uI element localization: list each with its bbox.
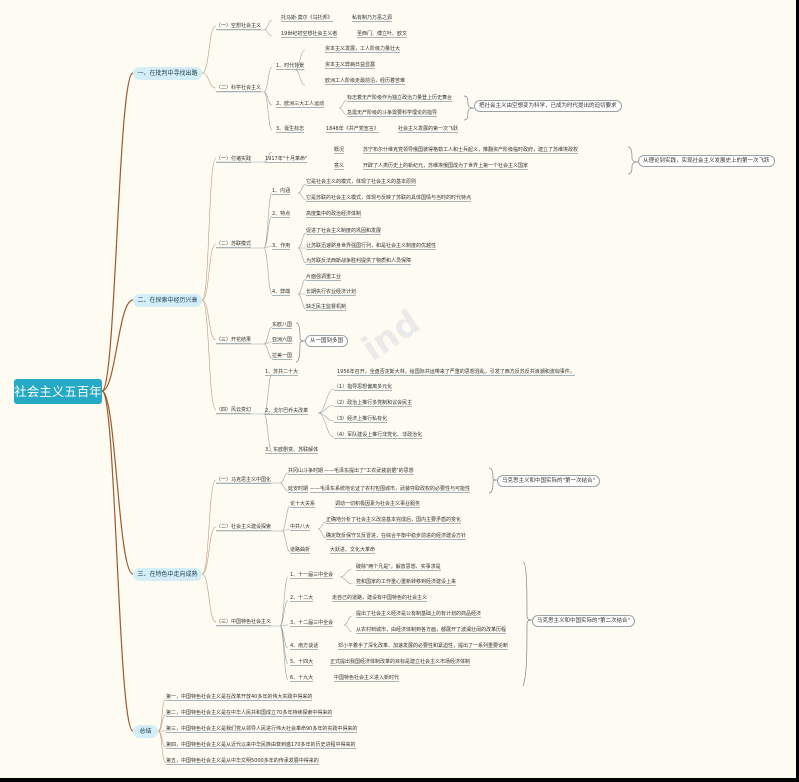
s2-draw-b: 长期执行农业经济计划 xyxy=(306,289,357,296)
s2-gorb-b: （2）政治上推行多党制和议会民主 xyxy=(334,400,413,407)
s2-gorbachev[interactable]: 2、戈尔巴乔夫改革 xyxy=(265,408,309,415)
s2-significance[interactable]: 意义 xyxy=(334,163,345,170)
s3-south-talk-note: 邓小平着手了深化改革、加速发展的必要性和紧迫性，提出了一系列重要论断 xyxy=(338,643,509,650)
s2-20th-congress[interactable]: 1、苏共二十大 xyxy=(265,369,299,376)
s3-14th-congress-note: 正式提出我国经济体制改革的目标是建立社会主义市场经济体制 xyxy=(330,659,471,666)
s3-jinggang-note: ——毛泽东提出了"工农武装割据"的思想 xyxy=(324,468,414,475)
s1-manifesto: 1848年《共产党宣言》 xyxy=(326,126,379,133)
s1-birth[interactable]: 3、诞生标志 xyxy=(276,126,305,133)
s3-12th-congress[interactable]: 2、十二大 xyxy=(290,595,314,602)
s2-conn-b: 它是苏联的社会主义模式，体现与反映了苏联的具体国情与当时的时代特点 xyxy=(306,195,472,202)
s3-south-talk[interactable]: 4、南方谈话 xyxy=(290,643,319,650)
s1-utopians[interactable]: 19世纪初空想社会主义者 xyxy=(281,31,338,38)
s1-bg-a: 资本主义发展，工人阶级力量壮大 xyxy=(325,46,401,53)
summary-item-4: 第四，中国特色社会主义是从近代以来中华民族由衰到盛170多年的历史进程中得来的 xyxy=(166,742,356,749)
s1-movements[interactable]: 2、欧洲三大工人运动 xyxy=(276,101,325,108)
s2-role[interactable]: 3、作用 xyxy=(272,243,291,250)
section-1-node[interactable]: 一、在批判中寻找出路 xyxy=(133,67,202,80)
s3-3rd-plenum-b: 党和国家的工作重心重新转移到经济建设上来 xyxy=(356,579,457,586)
s1-utopian[interactable]: （一）空想社会主义 xyxy=(216,23,262,30)
s2-asia[interactable]: 亚洲六国 xyxy=(272,337,293,344)
summary-item-1: 第一，中国特色社会主义是在改革开放40多年的伟大实践中得来的 xyxy=(166,694,313,701)
callout-second-combination: 马克思主义和中国实际的"第二次结合" xyxy=(532,615,636,627)
s2-feature[interactable]: 2、特点 xyxy=(272,211,291,218)
s3-3rd-plenum-a: 破除"两个凡是"，解放思想、实事求是 xyxy=(356,564,441,571)
s3-yanan[interactable]: 延安时期 xyxy=(288,486,309,493)
s2-significance-note: 开辟了人类历史上的新纪元，苏维埃俄国成为了世界上第一个社会主义国家 xyxy=(363,163,529,170)
s1-utopia-book[interactable]: 托马斯·莫尔《乌托邦》 xyxy=(281,15,333,22)
s2-east-europe[interactable]: 东欧八国 xyxy=(272,322,293,329)
s1-background[interactable]: 1、时代背景 xyxy=(276,63,305,70)
root-node[interactable]: 社会主义五百年 xyxy=(14,379,102,404)
callout-first-leap: 从理论到实践，实现社会主义发展史上的第一次飞跃 xyxy=(638,155,775,167)
s2-gorb-c: （3）经济上推行私有化 xyxy=(334,416,388,423)
s2-role-b: 让苏联迅速跻身世界强国行列，和是社会主义制度的优越性 xyxy=(306,243,437,250)
s2-gorb-a: （1）指导思想偏离多元化 xyxy=(334,384,393,391)
s2-draw-c: 缺乏民主监督机制 xyxy=(306,304,347,311)
s1-mov-a: 标志着无产阶级作为独立政治力量登上历史舞台 xyxy=(347,95,453,102)
s3-19th-congress[interactable]: 6、十九大 xyxy=(290,675,314,682)
s2-october: 1917年"十月革命" xyxy=(265,156,308,163)
s3-exploration[interactable]: （二）社会主义建设探索 xyxy=(216,524,272,531)
s3-jinggang[interactable]: 井冈山斗争时期 xyxy=(288,468,324,475)
s3-sinicization[interactable]: （一）马克思主义中国化 xyxy=(216,477,272,484)
s3-characteristics[interactable]: （三）中国特色社会主义 xyxy=(216,619,272,626)
s3-yanan-note: ——毛泽东系统地论证了农村包围城市，武装夺取政权的必要性与可能性 xyxy=(310,486,471,493)
summary-item-2: 第二，中国特色社会主义是在中华人民共和国成立70多年持续探索中得来的 xyxy=(166,710,333,717)
s3-eighth-b: 确定既反保守又反冒进，在综合平衡中稳步前进的经济建设方针 xyxy=(326,533,467,540)
s2-drawbacks[interactable]: 4、弊端 xyxy=(272,289,291,296)
s2-practice[interactable]: （一）付诸实践 xyxy=(216,156,252,163)
s2-feature-a: 高度集中的政治经济体制 xyxy=(306,211,362,218)
s1-scientific[interactable]: （二）科学社会主义 xyxy=(216,85,262,92)
section-4-node[interactable]: 总结 xyxy=(133,725,158,738)
s2-role-c: 为苏联反法西斯战争胜利提供了物质和人员保障 xyxy=(306,258,412,265)
s1-utopians-note: 圣西门、傅立叶、欧文 xyxy=(357,31,408,38)
summary-item-3: 第三，中国特色社会主义是我们党从领导人民进行伟大社会革命90多年的实践中得来的 xyxy=(166,726,358,733)
s1-bg-b: 资本主义弊病日益显露 xyxy=(325,62,376,69)
s3-tortuous[interactable]: 道路曲折 xyxy=(290,547,311,554)
s2-draw-a: 片面强调重工业 xyxy=(306,274,342,281)
section-3-node[interactable]: 三、在特色中走向成熟 xyxy=(133,568,202,581)
summary-item-5: 第五，中国特色社会主义是从中华文明5000多年的传承发展中得来的 xyxy=(166,758,319,765)
s3-14th-congress[interactable]: 5、十四大 xyxy=(290,659,314,666)
s3-ten-relations[interactable]: 论十大关系 xyxy=(290,501,316,508)
s3-12th-congress-note: 走自己的道路，建设有中国特色的社会主义 xyxy=(332,595,428,602)
s2-collapse[interactable]: 3、东欧剧变、苏联解体 xyxy=(265,447,319,454)
section-2-node[interactable]: 二、在探索中经历兴衰 xyxy=(133,294,202,307)
s3-ten-relations-note: 调动一切积极因素为社会主义事业服务 xyxy=(335,501,421,508)
s2-blossom[interactable]: （三）开花结果 xyxy=(216,337,252,344)
callout-science: 把社会主义由空想变为科学，已成为时代提出的迫切要求 xyxy=(474,100,622,112)
s2-soviet-model[interactable]: （二）苏联模式 xyxy=(216,241,252,248)
s3-eighth-a: 正确地分析了社会主义改造基本完成后，国内主要矛盾的变化 xyxy=(326,517,462,524)
s2-role-a: 促进了社会主义制度的巩固和发展 xyxy=(306,228,382,235)
s3-12-3-plenum-a: 提出了社会主义经济是公有制基础上的有计划的商品经济 xyxy=(356,611,482,618)
callout-first-combination: 马克思主义和中国实际的"第一次结合" xyxy=(497,475,601,487)
s3-tortuous-note: 大跃进、文化大革命 xyxy=(330,547,376,554)
s2-latam[interactable]: 拉美一国 xyxy=(272,353,293,360)
s2-overview[interactable]: 概况 xyxy=(334,147,345,154)
s1-mov-b: 急需无产阶级的斗争需要科学理论的指导 xyxy=(347,110,438,117)
s2-connotation[interactable]: 1、内涵 xyxy=(272,188,291,195)
s3-eighth-congress[interactable]: 中共八大 xyxy=(290,524,311,531)
s3-12-3-plenum[interactable]: 3、十二届三中全会 xyxy=(290,620,334,627)
s2-upheaval[interactable]: （四）风云变幻 xyxy=(216,407,252,414)
s1-bg-c: 欧洲工人阶级走最前沿，经历着苦难 xyxy=(325,78,406,85)
s2-20th-congress-note: 1956年召开，全盘否定斯大林，给国际共运带来了严重的思想混乱，引发了西方反苏反… xyxy=(337,369,575,376)
s1-utopia-note: 私有制乃万恶之源 xyxy=(352,15,393,22)
s3-3rd-plenum[interactable]: 1、十一届三中全会 xyxy=(290,572,334,579)
s3-12-3-plenum-b: 从农村到城市，由经济体制到各方面，都展开了波澜壮阔的改革历程 xyxy=(356,627,507,634)
callout-multi-country: 从一国到多国 xyxy=(305,335,349,347)
s2-overview-note: 苏宁布尔什维克党领导俄国彼得格勒工人和士兵起义，推翻资产阶级临时政府，建立了苏维… xyxy=(363,147,579,154)
s2-conn-a: 它是社会主义的模式，体现了社会主义的基本原则 xyxy=(306,179,417,186)
s2-gorb-d: （4）军队建设上推行非党化、非政治化 xyxy=(334,432,423,439)
s1-first-leap: 社会主义发展的第一次飞跃 xyxy=(398,126,459,133)
s3-19th-congress-note: 中国特色社会主义进入新时代 xyxy=(334,675,400,682)
